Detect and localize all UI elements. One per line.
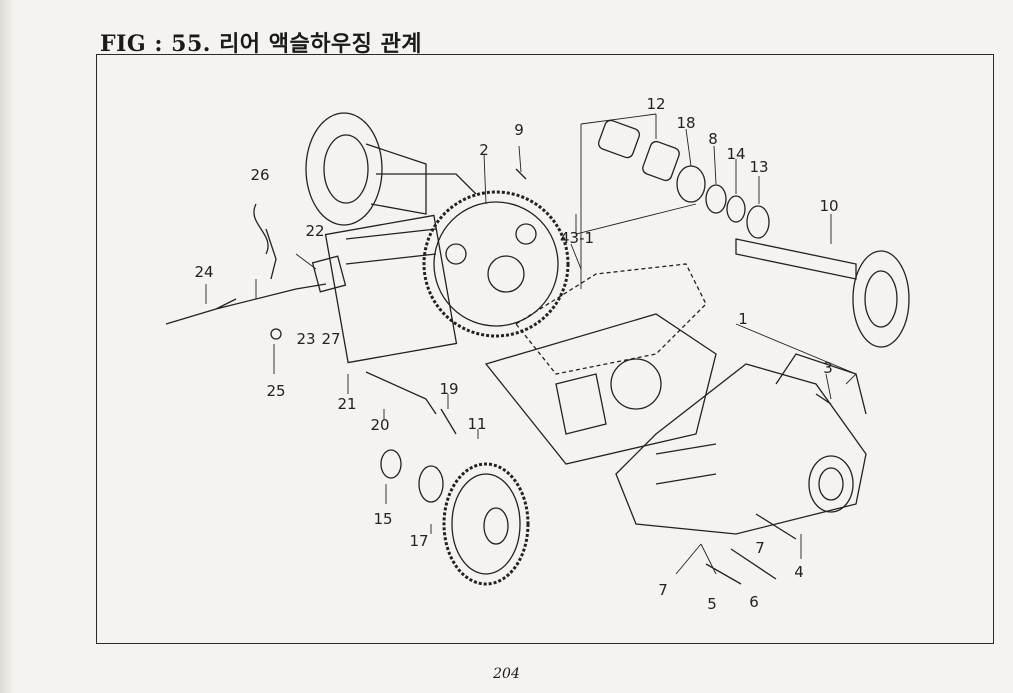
callout-23: 23 (296, 330, 316, 348)
callout-27: 27 (321, 330, 341, 348)
callout-15: 15 (373, 510, 393, 528)
callout-22: 22 (305, 222, 325, 240)
scan-edge-shadow (0, 0, 14, 693)
callout-11: 11 (467, 415, 487, 433)
callout-43-1: 43-1 (559, 229, 595, 247)
callout-2: 2 (479, 141, 489, 159)
callout-4: 4 (794, 563, 804, 581)
callout-18: 18 (676, 114, 696, 132)
callout-5: 5 (707, 595, 717, 613)
diagram-frame (96, 54, 994, 644)
callout-19: 19 (439, 380, 459, 398)
callout-17: 17 (409, 532, 429, 550)
callout-21: 21 (337, 395, 357, 413)
callout-25: 25 (266, 382, 286, 400)
bearing-stack-drawing (597, 119, 770, 239)
callout-6: 6 (749, 593, 759, 611)
bull-gear-drawing (422, 190, 570, 338)
callout-10: 10 (819, 197, 839, 215)
callout-20: 20 (370, 416, 390, 434)
pinion-gear-drawing (380, 449, 530, 586)
axle-shaft-drawing (735, 238, 910, 348)
flange-housing-drawing (305, 112, 477, 364)
main-housing-drawing (615, 353, 867, 535)
lever-assembly-drawing (165, 203, 347, 340)
leader-lines (205, 113, 857, 575)
gasket-drawing (515, 263, 707, 375)
callout-14: 14 (726, 145, 746, 163)
callout-24: 24 (194, 263, 214, 281)
callout-8: 8 (708, 130, 718, 148)
exploded-parts-diagram (165, 112, 910, 586)
callout-12: 12 (646, 95, 666, 113)
callout-1: 1 (738, 310, 748, 328)
callout-7-upper: 7 (755, 539, 765, 557)
callout-9: 9 (514, 121, 524, 139)
shift-shaft-drawing (365, 371, 457, 435)
callout-13: 13 (749, 158, 769, 176)
page-number: 204 (493, 666, 520, 682)
callout-26: 26 (250, 166, 270, 184)
bolts-drawing (515, 168, 832, 585)
callout-7-lower: 7 (658, 581, 668, 599)
figure-title: FIG : 55. 리어 액슬하우징 관계 (100, 31, 423, 57)
callout-3: 3 (823, 359, 833, 377)
cover-plate-drawing (484, 313, 717, 465)
